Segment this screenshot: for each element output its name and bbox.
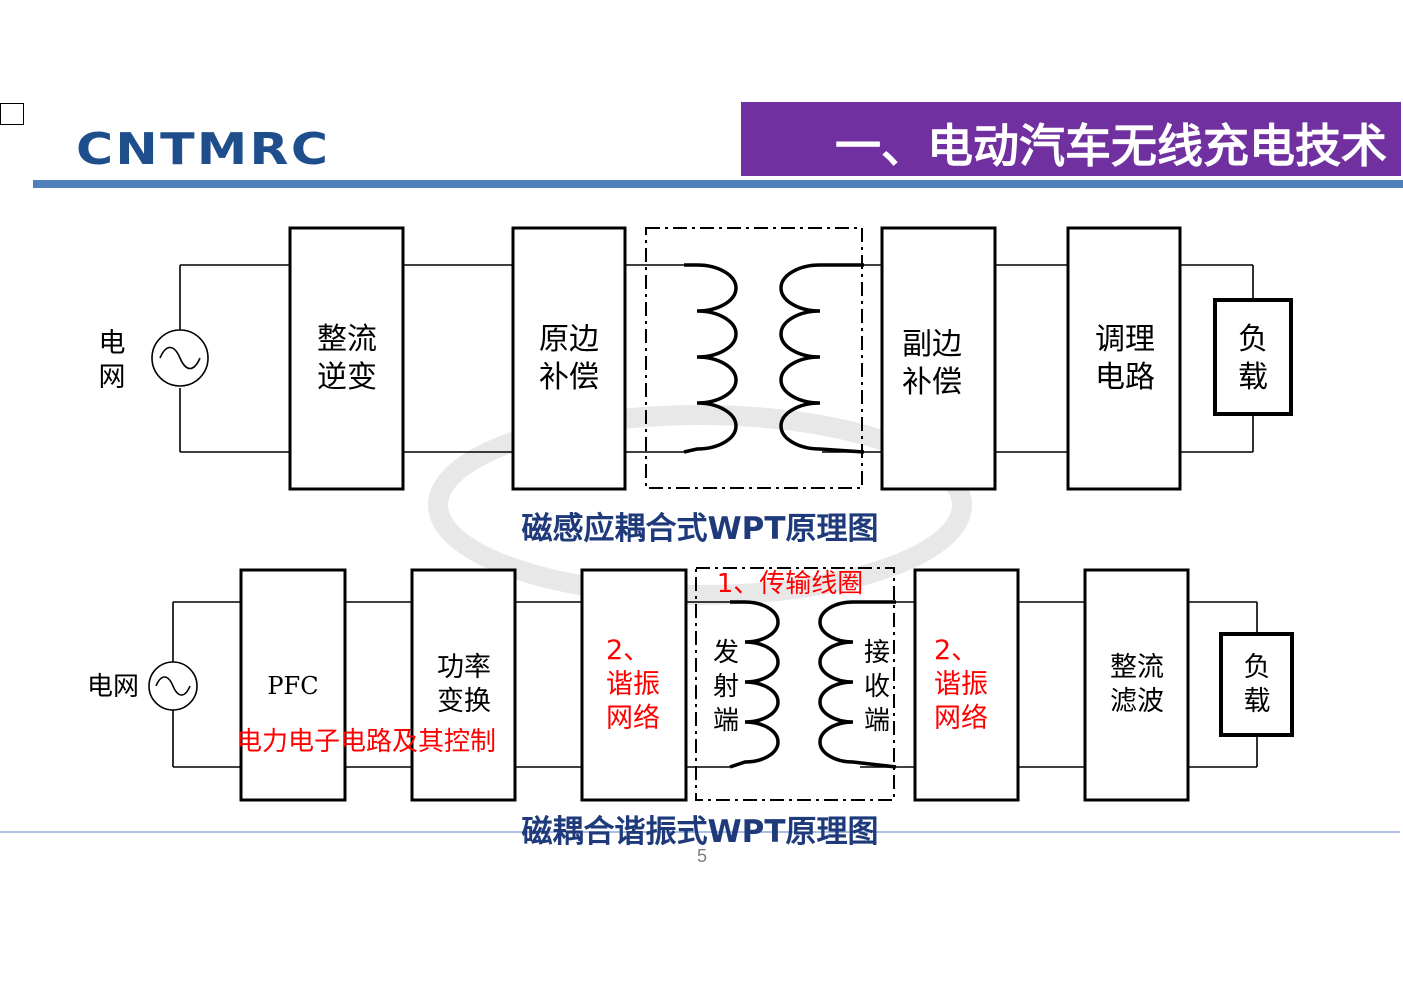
top-block2-line2: 补偿 [539, 360, 599, 395]
top-secondary-compensation-block [880, 226, 997, 491]
top-secondary-coil-icon [779, 263, 865, 454]
bottom-block2-line2: 变换 [437, 686, 491, 717]
bottom-diagram-caption: 磁耦合谐振式WPT原理图 [521, 814, 878, 850]
page-title: 一、电动汽车无线充电技术 [835, 119, 1387, 173]
top-primary-coil-icon [683, 263, 738, 454]
top-block1-line1: 整流 [317, 322, 377, 357]
bottom-transmitter-line1: 发 [713, 638, 739, 668]
bottom-receiver-coil-icon [818, 600, 897, 769]
logo: CNTMRC [76, 124, 331, 175]
bottom-resonant-left-line3: 网络 [606, 703, 660, 734]
bottom-rectifier-filter-block [1083, 568, 1190, 802]
top-load-line2: 载 [1238, 360, 1268, 395]
top-block4-line1: 调理 [1095, 322, 1155, 357]
watermark-ring [428, 405, 972, 605]
corner-placeholder [0, 103, 24, 125]
bottom-load-line1: 负 [1244, 652, 1271, 683]
top-block3-line1: 副边 [902, 327, 962, 362]
bottom-load-line2: 载 [1244, 686, 1271, 717]
top-block3-line2: 补偿 [902, 365, 962, 400]
bottom-pfc-block [239, 568, 347, 802]
top-conditioning-block [1066, 226, 1182, 491]
bottom-pfc-label: PFC [267, 672, 318, 700]
top-primary-compensation-block [511, 226, 627, 491]
sine-wave-icon [159, 346, 201, 370]
bottom-block5-line2: 滤波 [1110, 686, 1164, 717]
top-diagram-caption: 磁感应耦合式WPT原理图 [521, 511, 878, 547]
top-source-label-1: 电 [99, 328, 126, 359]
bottom-load-block [1219, 632, 1294, 737]
top-load-line1: 负 [1238, 322, 1268, 357]
title-bar: 一、电动汽车无线充电技术 [741, 102, 1401, 176]
top-rectifier-inverter-block [288, 226, 405, 491]
bottom-resonant-network-right [913, 568, 1020, 802]
bottom-resonant-right-line1: 2、 [934, 635, 978, 666]
top-source-label-2: 网 [99, 362, 126, 393]
top-block2-line1: 原边 [539, 322, 599, 357]
header-rule [33, 180, 1403, 188]
bottom-resonant-left-line2: 谐振 [606, 669, 660, 700]
coil-annotation: 1、传输线圈 [717, 569, 864, 599]
power-electronics-annotation: 电力电子电路及其控制 [236, 727, 496, 757]
bottom-sine-wave-icon [155, 676, 191, 696]
bottom-transmitter-line3: 端 [713, 706, 739, 736]
bottom-transmitter-coil-icon [729, 600, 780, 769]
bottom-receiver-line1: 接 [864, 638, 890, 668]
bottom-block5-line1: 整流 [1110, 652, 1164, 683]
top-load-block [1213, 298, 1293, 416]
bottom-transmitter-line2: 射 [713, 672, 739, 702]
page-number: 5 [696, 846, 707, 866]
bottom-power-conversion-block [410, 568, 517, 802]
bottom-source-label: 电网 [87, 672, 139, 702]
bottom-resonant-left-line1: 2、 [606, 635, 650, 666]
bottom-resonant-network-left [580, 568, 688, 802]
bottom-receiver-line3: 端 [864, 706, 890, 736]
bottom-receiver-line2: 收 [864, 672, 890, 702]
bottom-resonant-right-line2: 谐振 [934, 669, 988, 700]
top-block1-line2: 逆变 [317, 360, 377, 395]
top-coupling-boundary [645, 227, 863, 489]
bottom-resonant-right-line3: 网络 [934, 703, 988, 734]
top-block4-line2: 电路 [1095, 360, 1155, 395]
bottom-block2-line1: 功率 [437, 652, 491, 683]
